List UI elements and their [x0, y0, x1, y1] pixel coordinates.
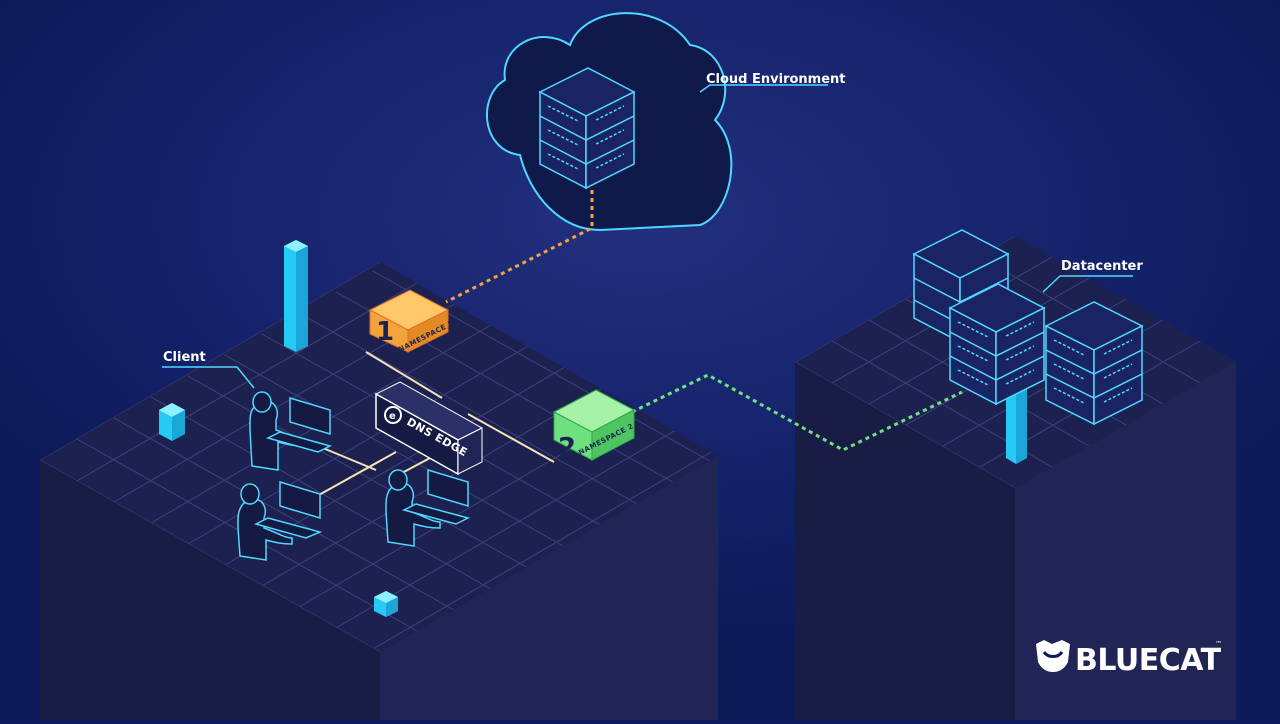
cloud-label: Cloud Environment — [706, 72, 846, 87]
brand-name: BLUECAT — [1075, 643, 1222, 678]
bottom-cube — [374, 591, 398, 617]
datacenter-label: Datacenter — [1061, 259, 1143, 274]
brand-trademark: ™ — [1215, 640, 1222, 648]
client-person-2 — [237, 480, 323, 561]
namespace-1-box — [368, 289, 450, 353]
client-person-1 — [249, 391, 333, 471]
left-cube — [159, 403, 185, 441]
dns-edge-box — [374, 381, 484, 476]
client-label: Client — [163, 350, 206, 365]
left-tall-pillar — [284, 240, 308, 352]
svg-text:e: e — [389, 411, 396, 422]
datacenter-callout-line — [1042, 275, 1133, 293]
client-callout-line — [162, 366, 255, 389]
cloud-callout-line — [699, 84, 828, 93]
datacenter-namespace2-link — [631, 373, 963, 452]
cloud-namespace1-link — [445, 190, 594, 304]
left-platform — [40, 262, 718, 720]
namespace-2-box — [552, 389, 636, 461]
cloud-server-rack — [538, 67, 636, 190]
client-person-3 — [385, 468, 471, 547]
datacenter-server-2 — [948, 283, 1046, 406]
namespace-1-number: 1 — [376, 317, 394, 347]
namespace-2-number: 2 — [558, 433, 576, 463]
dns-edge-icon: e — [384, 406, 402, 424]
bluecat-logo-icon — [1036, 640, 1070, 672]
datacenter-server-3 — [1044, 301, 1144, 426]
